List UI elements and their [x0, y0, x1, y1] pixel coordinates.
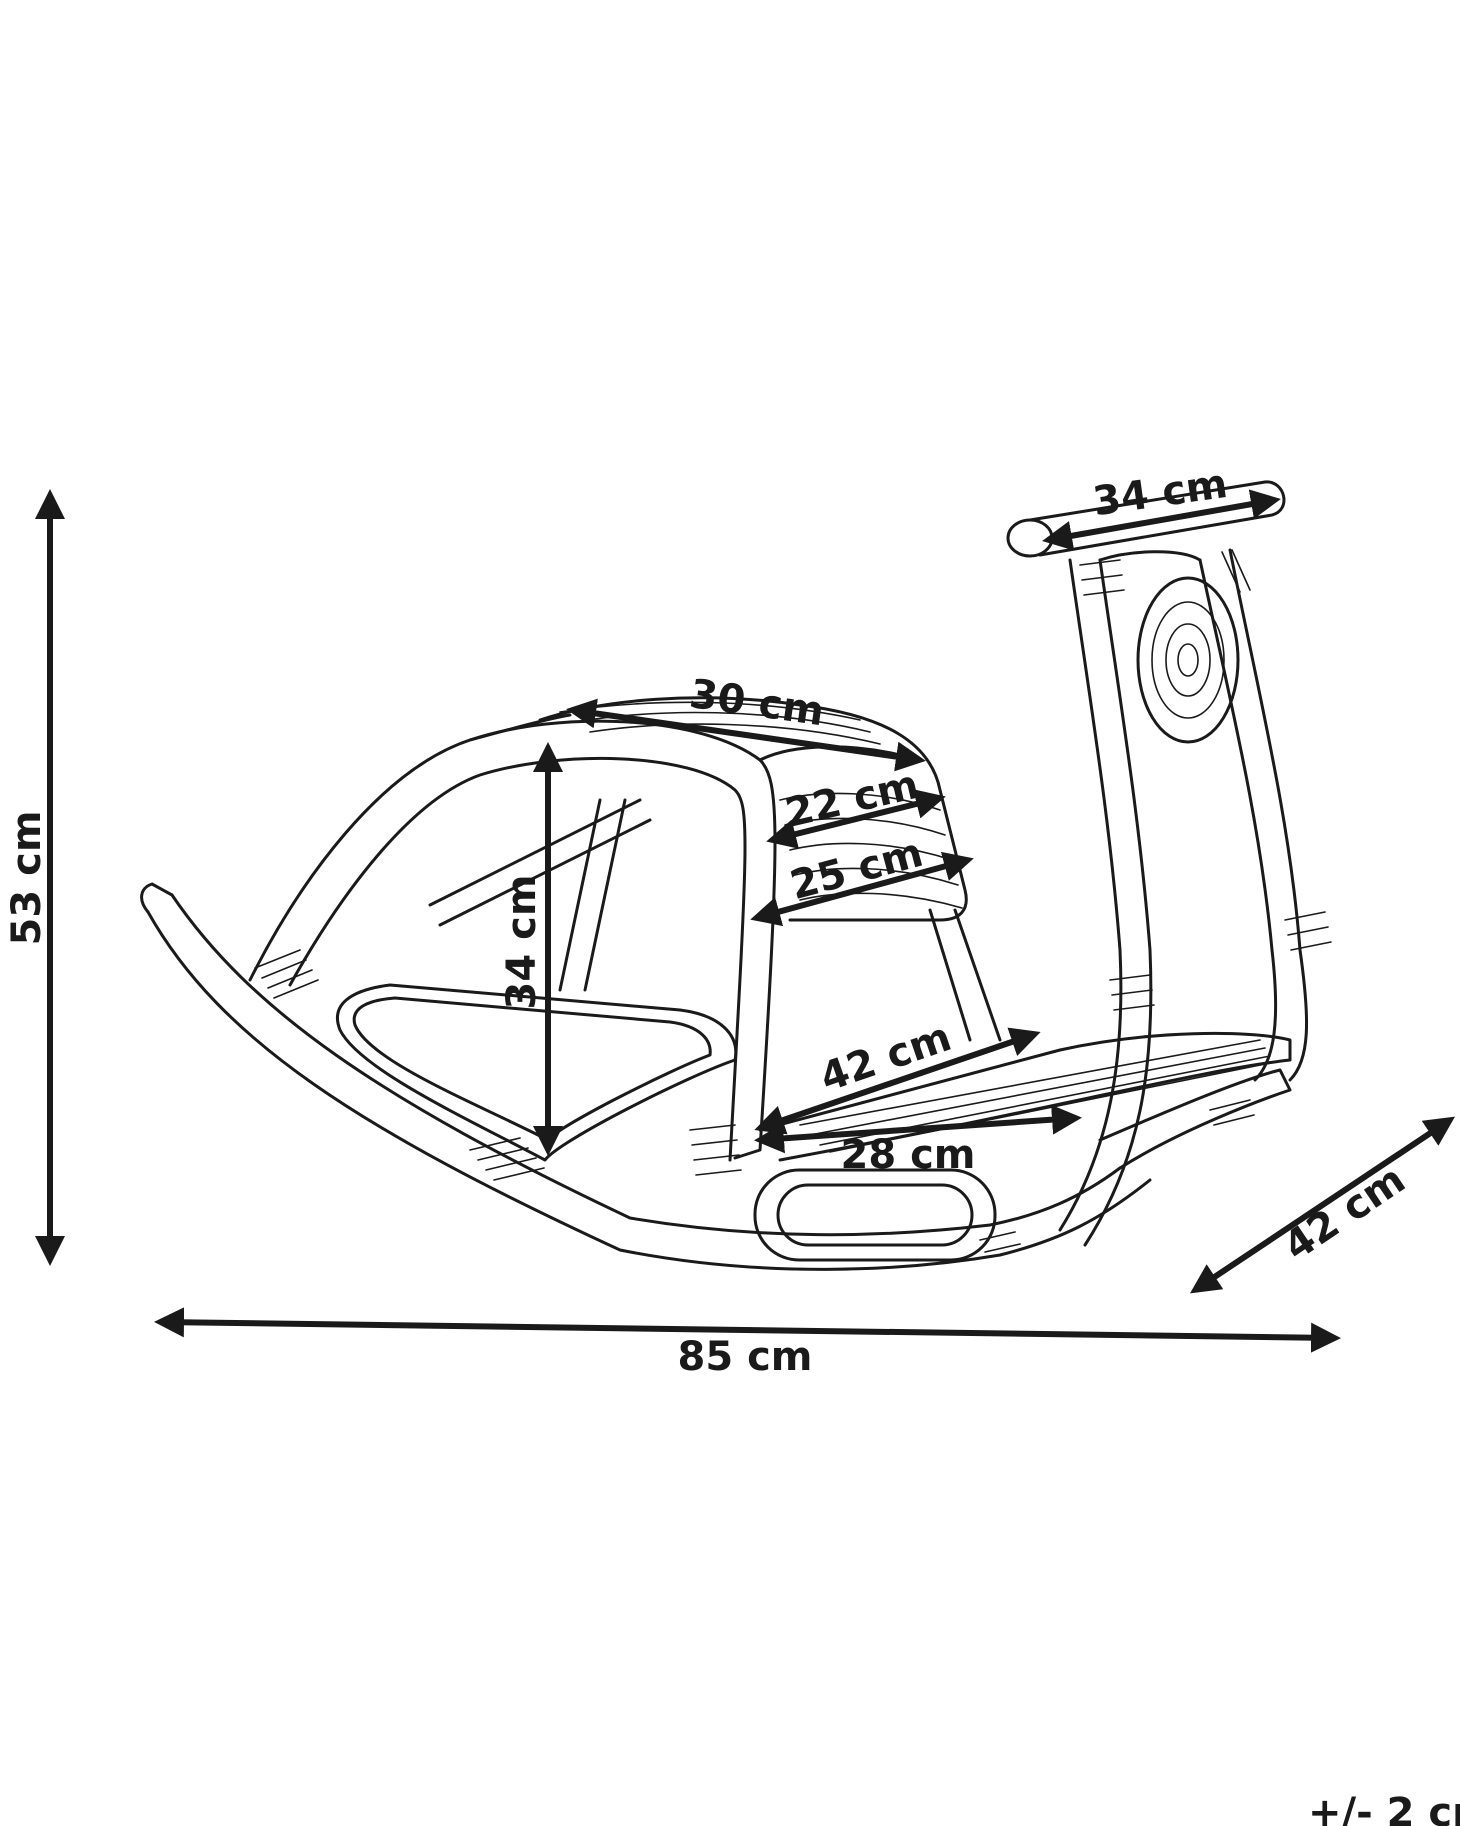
label-depth-total: 42 cm — [1276, 1156, 1414, 1270]
dimension-arrows — [35, 489, 1455, 1353]
label-seat-height: 34 cm — [499, 875, 545, 1010]
arrow-seat-width-bottom — [750, 851, 974, 927]
label-footrest-width: 28 cm — [841, 1132, 976, 1178]
rosette-ring-1 — [1151, 601, 1225, 719]
rocker-rail-front — [146, 910, 1152, 1271]
rosette-outer — [1136, 576, 1240, 744]
rail-inner-loop — [336, 983, 738, 1162]
neck-post-back — [1228, 548, 1309, 1082]
label-length-total: 85 cm — [678, 1334, 813, 1380]
arrow-footrest-width — [754, 1104, 1082, 1154]
handle-bar-end — [1006, 518, 1054, 558]
neck-post-join — [1098, 550, 1202, 562]
handle-cutout-outer — [753, 1168, 997, 1262]
rear-leg — [928, 908, 1002, 1042]
rail-inner-loop-2 — [352, 996, 712, 1142]
rosette-ring-2 — [1165, 623, 1211, 697]
rocker-rail-front-inner — [170, 893, 1122, 1237]
neck-post-back-inner — [1198, 558, 1278, 1082]
arrow-length-total — [154, 1307, 1341, 1353]
arrow-seat-width-top — [766, 789, 946, 849]
front-frame-leg — [468, 713, 572, 742]
neck-post-front-inner — [1083, 558, 1153, 1247]
label-footrest-length: 42 cm — [814, 1014, 957, 1101]
label-tolerance: +/- 2 cm — [1308, 1790, 1460, 1826]
rocker-rail-tip — [140, 882, 174, 914]
label-handle-width: 34 cm — [1090, 461, 1230, 525]
arrow-seat-length — [566, 698, 926, 772]
rocking-chair-drawing — [140, 480, 1332, 1271]
label-height-total: 53 cm — [4, 811, 50, 946]
arrow-depth-total — [1190, 1116, 1455, 1294]
label-seat-width-top: 22 cm — [781, 762, 923, 837]
label-seat-width-bottom: 25 cm — [785, 830, 927, 909]
rocker-rail-back — [1098, 1068, 1292, 1170]
label-seat-length: 30 cm — [687, 671, 827, 735]
arrow-handle-width — [1042, 489, 1281, 551]
rosette-ring-3 — [1177, 643, 1199, 677]
cross-brace-2 — [558, 798, 627, 992]
handle-cutout-inner — [776, 1183, 974, 1247]
neck-post-front — [1058, 558, 1123, 1232]
